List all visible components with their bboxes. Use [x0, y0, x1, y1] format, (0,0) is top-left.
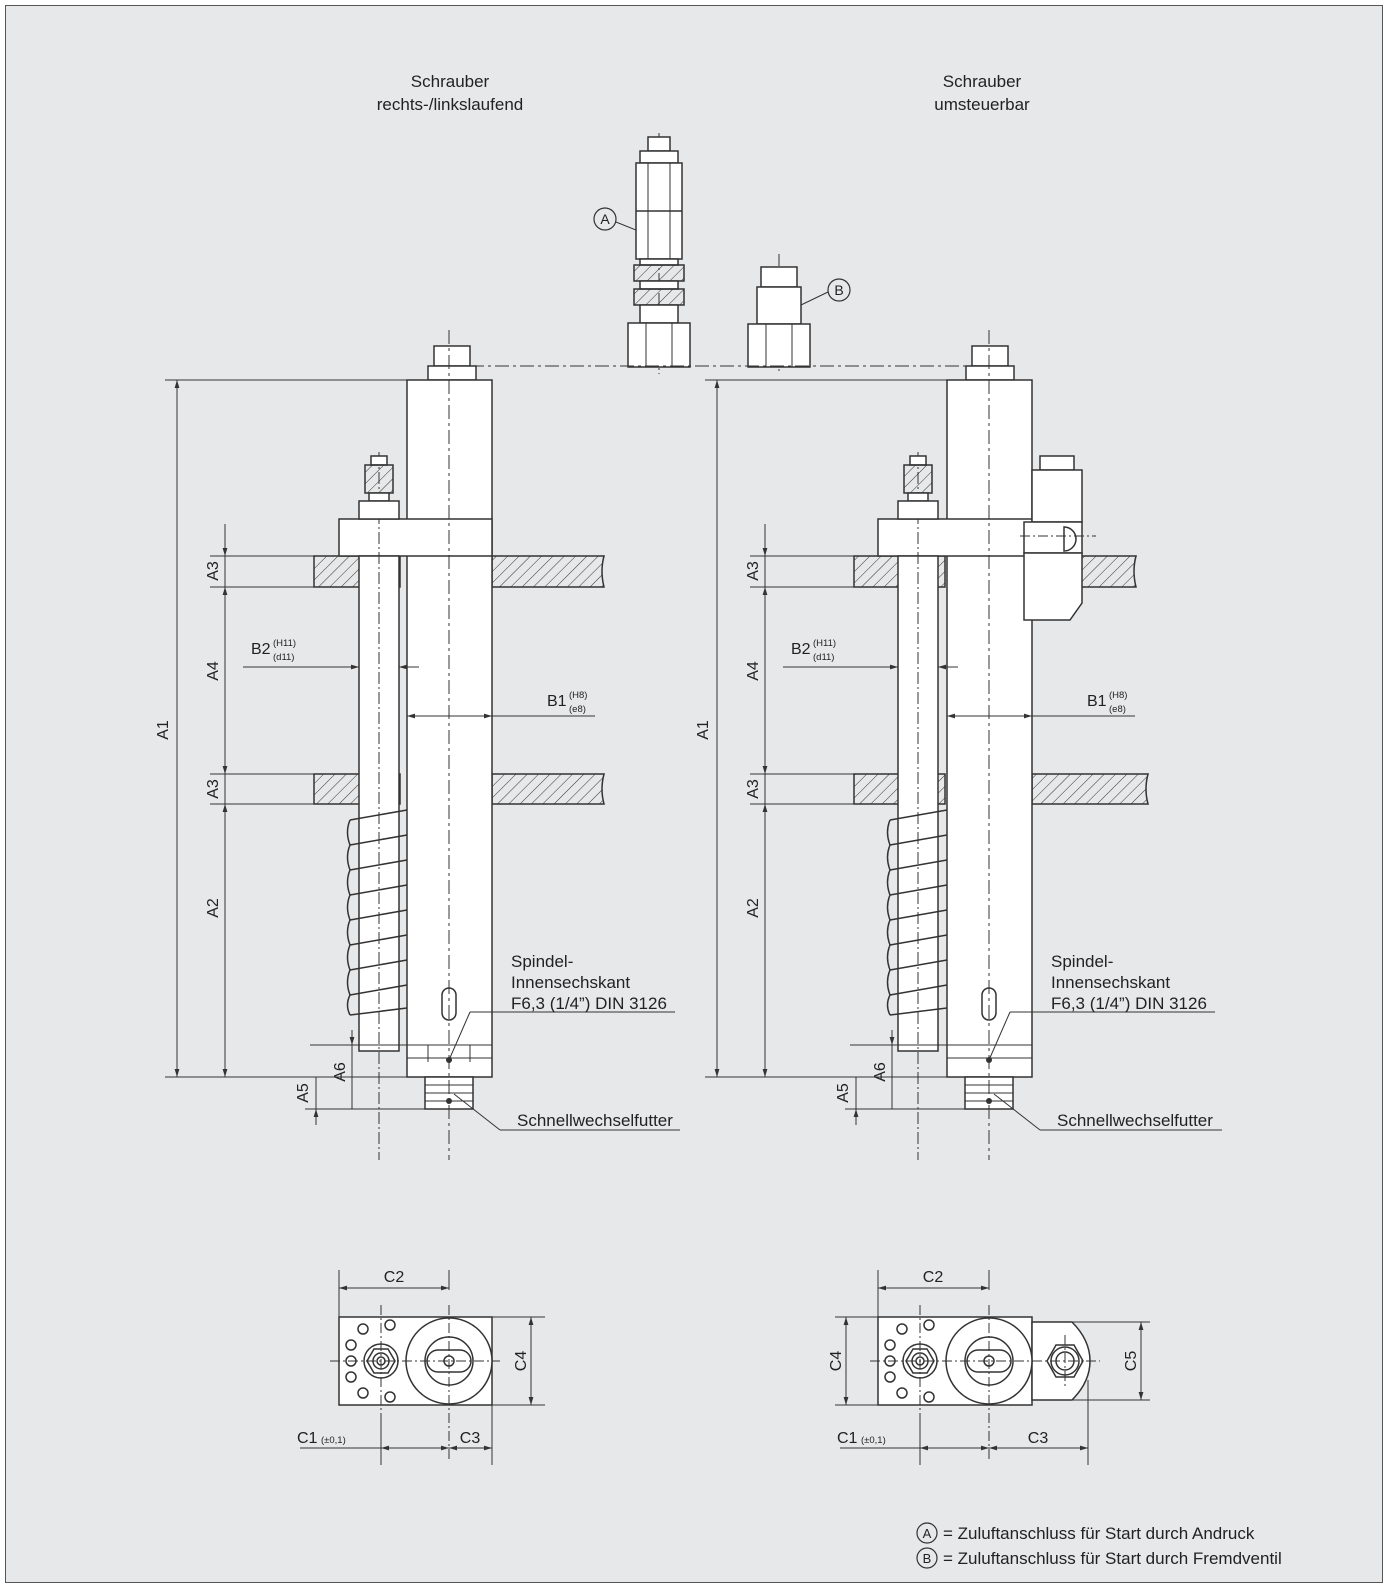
left-assembly: [313, 330, 605, 1160]
dim-right-a6: A6: [872, 1062, 889, 1082]
legend: A = Zuluftanschluss für Start durch Andr…: [916, 1522, 1282, 1569]
legend-b-text: = Zuluftanschluss für Start durch Fremdv…: [943, 1549, 1282, 1568]
fitting-a: [627, 133, 691, 374]
dim-left-c4: C4: [513, 1351, 530, 1372]
dim-right-b1-sup: (H8): [1109, 690, 1127, 701]
callout-b-label: B: [834, 282, 843, 298]
left-dimensions: [165, 379, 680, 1131]
right-dimensions: [705, 379, 1222, 1131]
dim-right-a5: A5: [835, 1083, 852, 1103]
dim-right-c1-tol: (±0,1): [861, 1435, 886, 1446]
dim-left-b2: B2: [251, 641, 271, 658]
dim-right-c2: C2: [923, 1269, 944, 1286]
dim-left-c2: C2: [384, 1269, 405, 1286]
dim-right-b2-sup: (H11): [813, 638, 836, 649]
dim-right-b1: B1: [1087, 693, 1107, 710]
dim-right-b2-sub: (d11): [813, 652, 834, 663]
dim-left-b2-sup: (H11): [273, 638, 296, 649]
title-left-line1: Schrauber: [411, 72, 490, 91]
dim-right-b1-sub: (e8): [1109, 704, 1126, 715]
chuck-label-left: Schnellwechselfutter: [517, 1111, 673, 1130]
legend-a-text: = Zuluftanschluss für Start durch Andruc…: [943, 1524, 1255, 1543]
left-plan-dimensions: [300, 1270, 545, 1465]
dim-right-a4: A4: [745, 661, 762, 681]
dim-right-c4: C4: [828, 1351, 845, 1372]
callout-b-circle: [827, 278, 851, 302]
callout-a-label: A: [600, 211, 610, 227]
spindle-label-left-3: F6,3 (1/4”) DIN 3126: [511, 994, 667, 1013]
callout-b-leader: [800, 291, 829, 306]
legend-a-circle: [916, 1522, 938, 1544]
dim-left-b2-sub: (d11): [273, 652, 294, 663]
dim-right-a2: A2: [745, 898, 762, 918]
dim-left-a1: A1: [155, 720, 172, 740]
dim-left-a2: A2: [205, 898, 222, 918]
drawing-frame: [5, 5, 1383, 1583]
dim-left-c1-tol: (±0,1): [321, 1435, 346, 1446]
dim-right-c1: C1: [837, 1430, 858, 1447]
right-plan-view: [870, 1305, 1100, 1460]
title-right-line2: umsteuerbar: [934, 95, 1030, 114]
fitting-b: [747, 254, 811, 374]
right-assembly: [853, 330, 1149, 1160]
dim-left-a3-bottom: A3: [205, 779, 222, 799]
spindle-label-left-1: Spindel-: [511, 952, 573, 971]
dim-right-a3-top: A3: [745, 561, 762, 581]
callout-a-circle: [593, 207, 617, 231]
spindle-label-right-2: Innensechskant: [1051, 973, 1170, 992]
dim-right-c3: C3: [1028, 1430, 1049, 1447]
dim-right-a1: A1: [695, 720, 712, 740]
spindle-label-left-2: Innensechskant: [511, 973, 630, 992]
left-plan-view: [330, 1305, 500, 1460]
title-right-line1: Schrauber: [943, 72, 1022, 91]
dim-right-a3-bottom: A3: [745, 779, 762, 799]
dim-left-a4: A4: [205, 661, 222, 681]
legend-b-symbol: B: [923, 1551, 932, 1566]
dim-left-b1: B1: [547, 693, 567, 710]
dim-right-c5: C5: [1123, 1351, 1140, 1372]
callout-a-leader: [615, 221, 637, 231]
dim-left-b1-sup: (H8): [569, 690, 587, 701]
dim-left-a5: A5: [295, 1083, 312, 1103]
right-plan-dimensions: [835, 1270, 1150, 1465]
spindle-label-right-1: Spindel-: [1051, 952, 1113, 971]
legend-a-symbol: A: [923, 1526, 932, 1541]
dim-left-a3-top: A3: [205, 561, 222, 581]
dim-left-b1-sub: (e8): [569, 704, 586, 715]
legend-b-circle: [916, 1547, 938, 1569]
dim-left-a6: A6: [332, 1062, 349, 1082]
title-left-line2: rechts-/linkslaufend: [377, 95, 523, 114]
spindle-label-right-3: F6,3 (1/4”) DIN 3126: [1051, 994, 1207, 1013]
dim-left-c3: C3: [460, 1430, 481, 1447]
dim-left-c1: C1: [297, 1430, 318, 1447]
dim-right-b2: B2: [791, 641, 811, 658]
chuck-label-right: Schnellwechselfutter: [1057, 1111, 1213, 1130]
